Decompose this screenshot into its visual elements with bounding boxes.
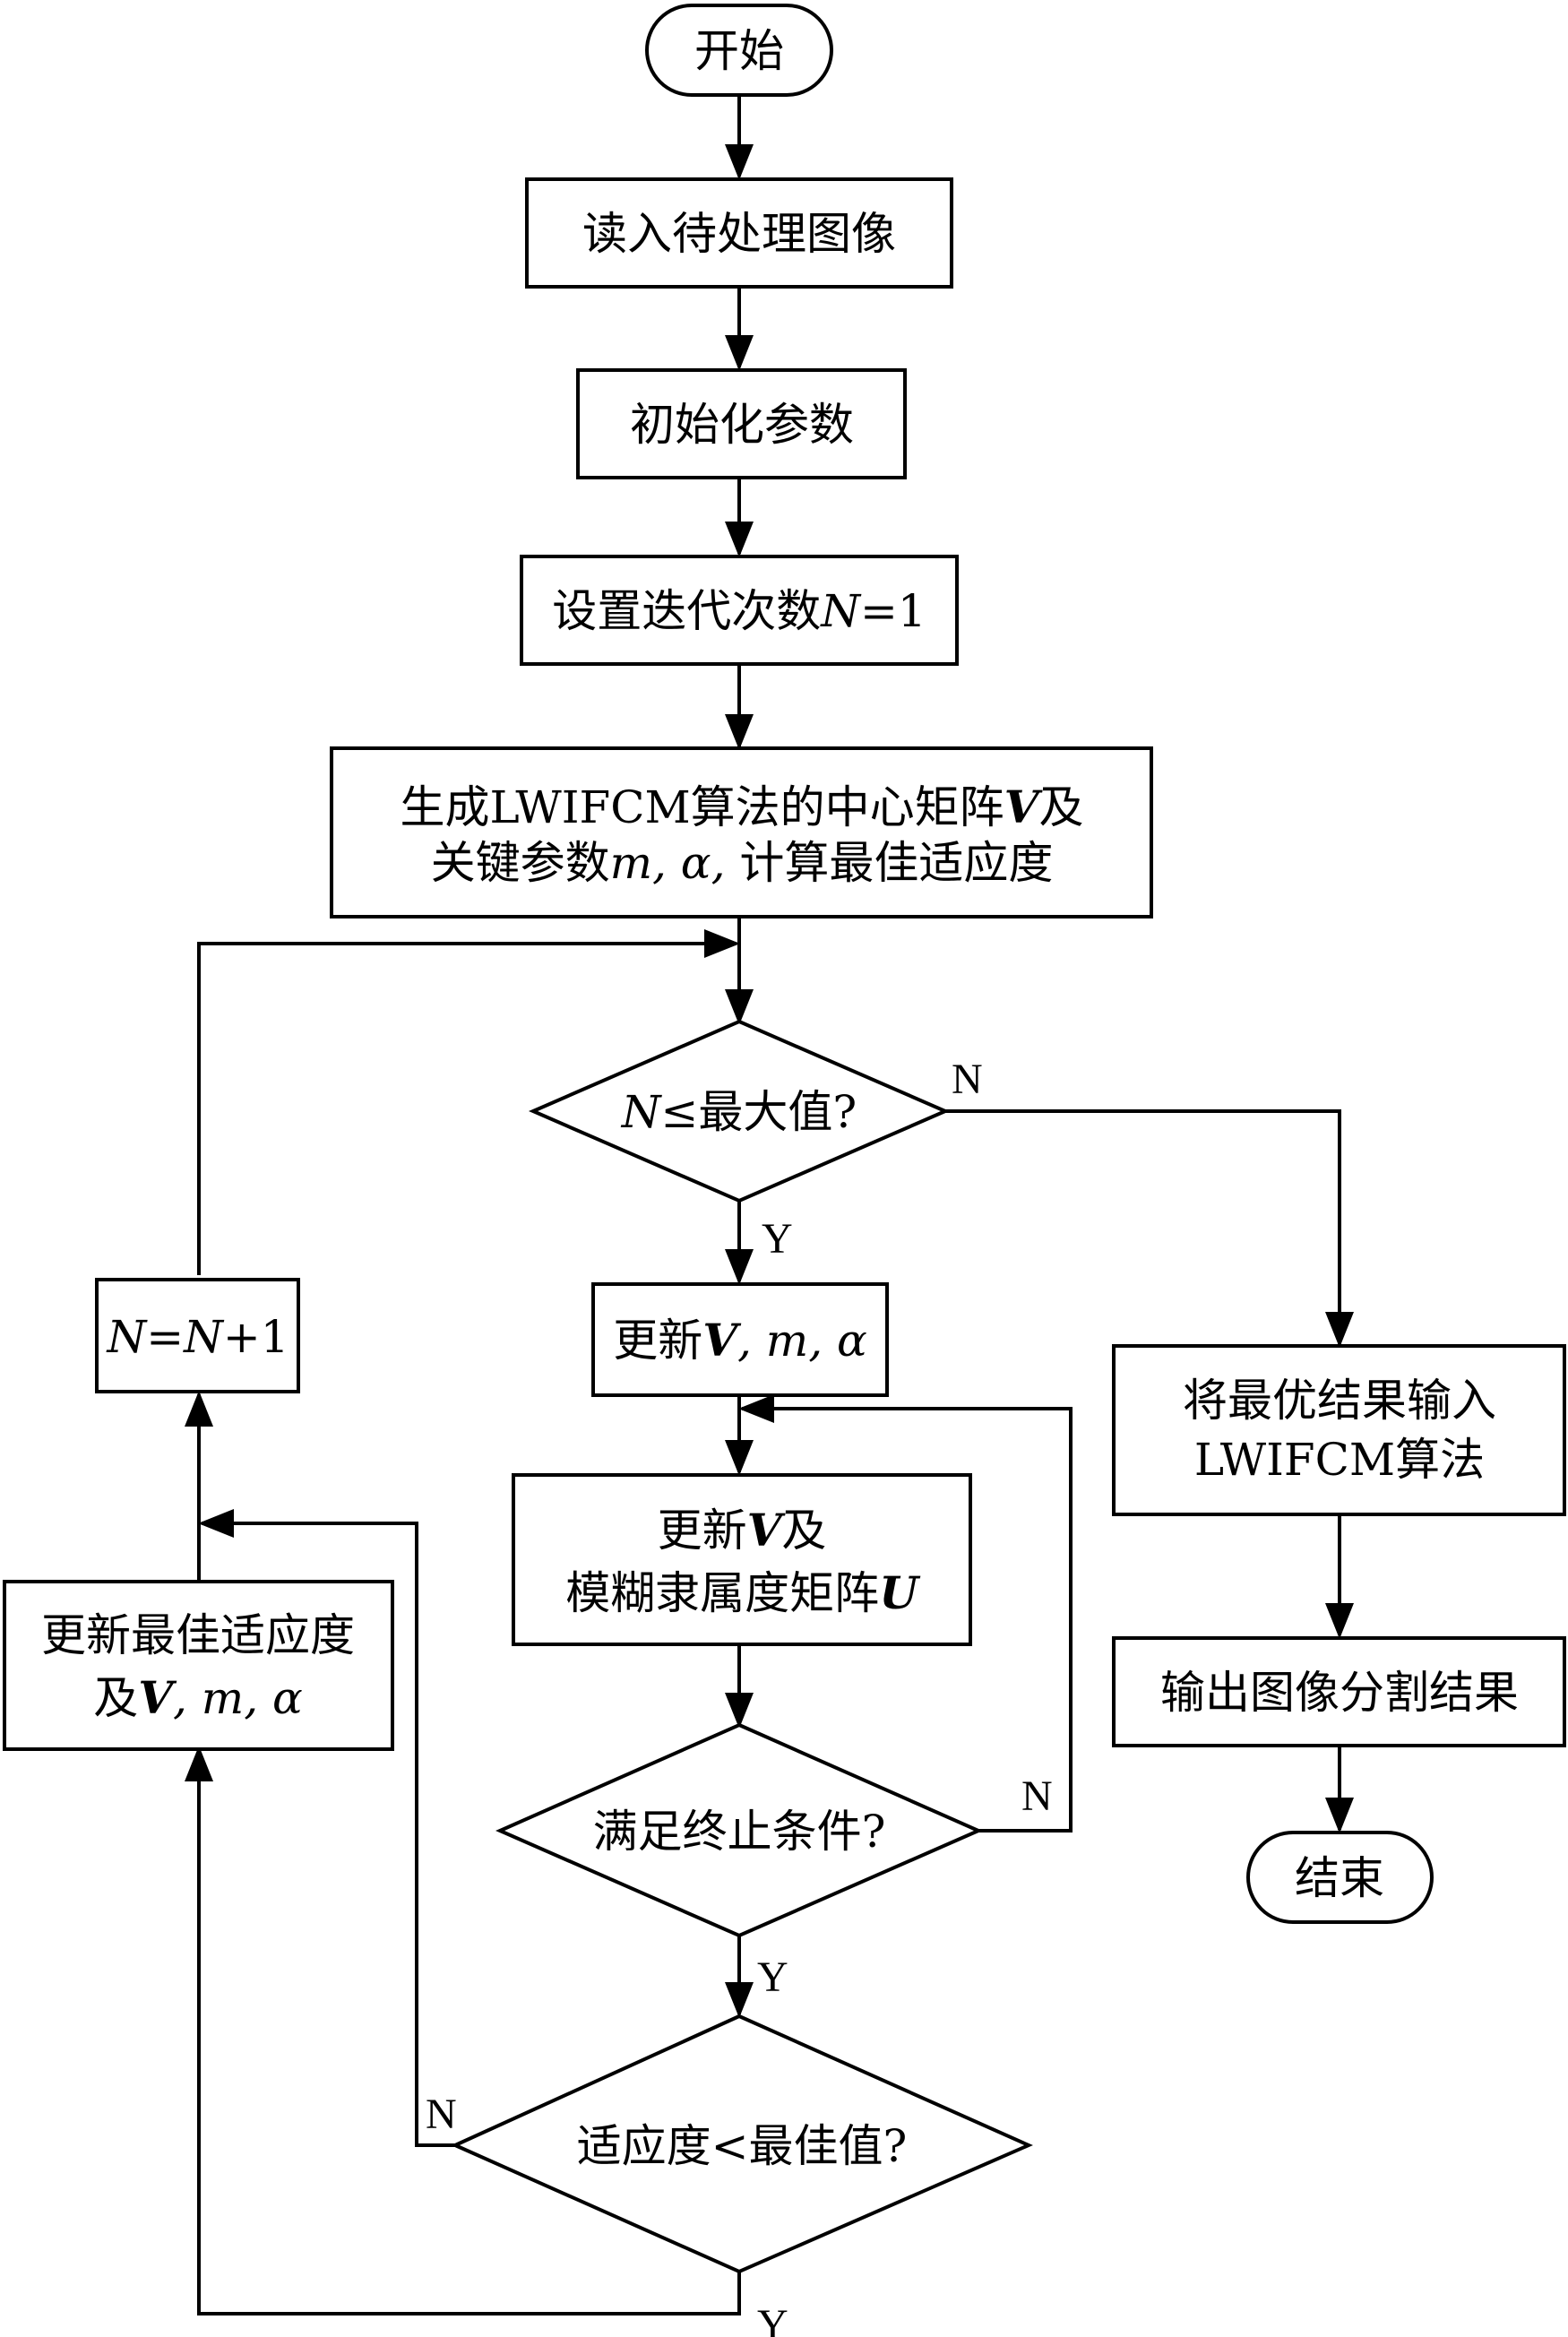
update-best-label-line1: 更新最佳适应度 — [41, 1609, 355, 1661]
label-yes-fit: Y — [757, 2301, 788, 2337]
arrow-decision-no — [945, 1109, 1354, 1348]
arrow-stop-no — [738, 1394, 1073, 1833]
arrow-loop-back — [197, 929, 740, 1275]
generate-label-line1: 生成LWIFCM算法的中心矩阵V及 — [401, 780, 1084, 833]
arrow-fit-yes — [185, 1746, 741, 2315]
connectors — [185, 95, 1354, 2315]
generate-label-line2: 关键参数m, α, 计算最佳适应度 — [431, 837, 1054, 889]
decision-max-label: N≤最大值? — [621, 1086, 857, 1138]
update-vu-node: 更新V及 模糊隶属度矩阵U — [512, 1473, 972, 1646]
update-vma-label: 更新V, m, α — [613, 1314, 867, 1367]
output-best-label-line1: 将最优结果输入 — [1183, 1375, 1496, 1427]
update-vu-label-line1: 更新V及 — [658, 1504, 827, 1557]
arrow-fit-no — [198, 1509, 455, 2147]
label-yes-stop: Y — [757, 1953, 788, 2001]
update-best-label-line2: 及V, m, α — [93, 1671, 303, 1724]
output-seg-label: 输出图像分割结果 — [1160, 1667, 1519, 1719]
decision-stop-node: 满足终止条件? — [495, 1722, 983, 1938]
label-no-max: N — [952, 1056, 983, 1103]
end-node: 结束 — [1246, 1831, 1434, 1924]
update-vma-node: 更新V, m, α — [591, 1282, 889, 1397]
label-no-stop: N — [1021, 1772, 1053, 1820]
update-vu-label-line2: 模糊隶属度矩阵U — [565, 1566, 921, 1619]
n-increment-label: N=N+1 — [106, 1311, 289, 1363]
start-node: 开始 — [645, 4, 833, 97]
output-seg-node: 输出图像分割结果 — [1112, 1636, 1566, 1747]
label-no-fit: N — [426, 2091, 457, 2138]
end-label: 结束 — [1295, 1852, 1384, 1904]
n-increment-node: N=N+1 — [95, 1278, 300, 1393]
output-best-label-line2: LWIFCM算法 — [1194, 1434, 1485, 1486]
start-label: 开始 — [694, 25, 784, 77]
init-params-label: 初始化参数 — [630, 399, 854, 451]
decision-fit-node: 适应度<最佳值? — [451, 2014, 1033, 2274]
read-image-node: 读入待处理图像 — [525, 177, 953, 289]
output-best-node: 将最优结果输入 LWIFCM算法 — [1112, 1344, 1566, 1516]
decision-fit-label: 适应度<最佳值? — [577, 2120, 908, 2172]
decision-max-node: N≤最大值? — [528, 1019, 951, 1203]
set-iter-node: 设置迭代次数N=1 — [520, 555, 959, 666]
label-yes-max: Y — [762, 1215, 793, 1263]
init-params-node: 初始化参数 — [576, 368, 907, 479]
generate-node: 生成LWIFCM算法的中心矩阵V及 关键参数m, α, 计算最佳适应度 — [330, 746, 1153, 918]
decision-stop-label: 满足终止条件? — [593, 1806, 886, 1858]
set-iter-label: 设置迭代次数N=1 — [552, 585, 926, 637]
update-best-node: 更新最佳适应度 及V, m, α — [3, 1580, 394, 1751]
read-image-label: 读入待处理图像 — [582, 208, 896, 260]
